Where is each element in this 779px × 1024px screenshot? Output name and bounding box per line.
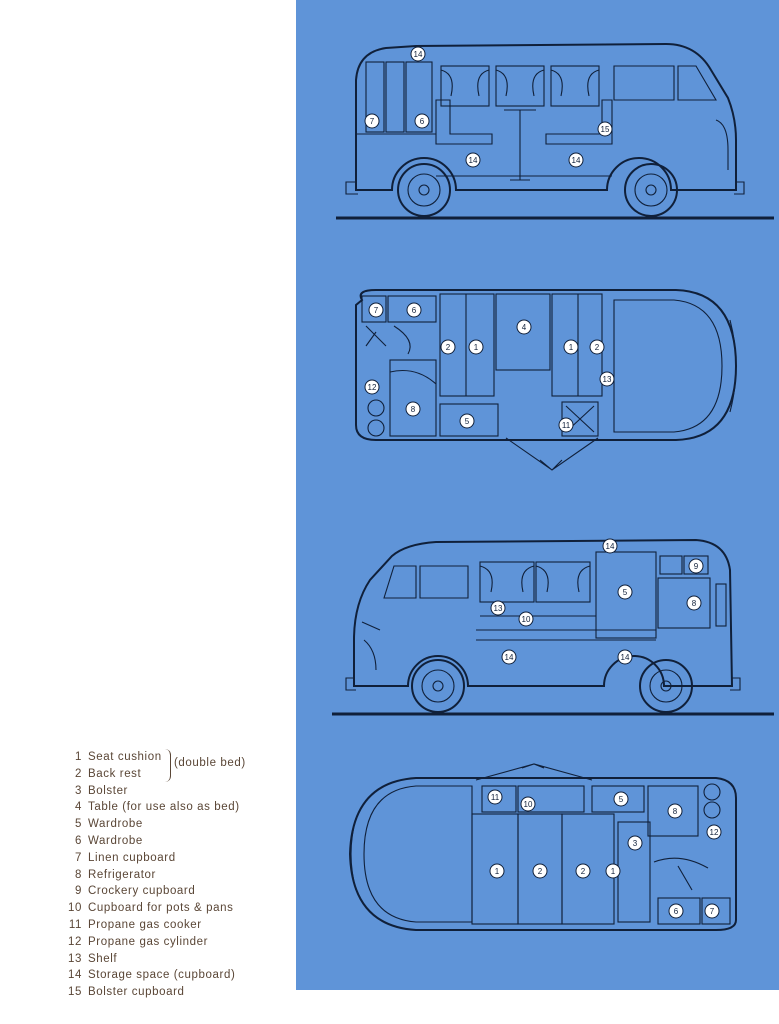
marker-v2-10: 5 [465, 417, 470, 426]
marker-v3-1: 9 [694, 562, 699, 571]
marker-v1-5: 15 [601, 125, 610, 134]
floor-plan-bottom: 11 10 5 8 12 3 1 2 2 1 6 7 [348, 763, 737, 931]
marker-v3-4: 13 [494, 604, 503, 613]
marker-v4-6: 1 [495, 867, 500, 876]
side-view-right: 14 7 6 14 14 15 [336, 42, 774, 220]
marker-v2-9: 8 [411, 405, 416, 414]
camper-diagrams: 14 7 6 14 14 15 7 6 4 2 [332, 42, 774, 931]
marker-v3-3: 8 [692, 599, 697, 608]
marker-v3-2: 5 [623, 588, 628, 597]
marker-v2-2: 4 [522, 323, 527, 332]
marker-v2-1: 6 [412, 306, 417, 315]
marker-v2-7: 13 [603, 375, 612, 384]
double-bed-brace [162, 749, 171, 782]
marker-v4-8: 2 [581, 867, 586, 876]
floor-plan-top: 7 6 4 2 1 1 2 13 12 8 5 11 [355, 289, 738, 471]
marker-v1-2: 6 [420, 117, 425, 126]
marker-v1-1: 7 [370, 117, 375, 126]
marker-v4-7: 2 [538, 867, 543, 876]
marker-v4-2: 5 [619, 795, 624, 804]
marker-v2-3: 2 [446, 343, 451, 352]
marker-v3-0: 14 [606, 542, 615, 551]
marker-v2-8: 12 [368, 383, 377, 392]
marker-v4-1: 10 [524, 800, 533, 809]
side-view-left: 14 9 5 8 13 10 14 14 [332, 538, 774, 716]
marker-v2-4: 1 [474, 343, 479, 352]
marker-v4-11: 7 [710, 907, 715, 916]
marker-v2-5: 1 [569, 343, 574, 352]
marker-v4-9: 1 [611, 867, 616, 876]
marker-v2-0: 7 [374, 306, 379, 315]
marker-v1-4: 14 [572, 156, 581, 165]
marker-v4-0: 11 [491, 793, 500, 802]
marker-v4-4: 12 [710, 828, 719, 837]
marker-v4-5: 3 [633, 839, 638, 848]
marker-v3-6: 14 [505, 653, 514, 662]
marker-v1-0: 14 [414, 50, 423, 59]
diagram-panel: 14 7 6 14 14 15 7 6 4 2 [296, 0, 779, 990]
marker-v4-10: 6 [674, 907, 679, 916]
marker-v3-7: 14 [621, 653, 630, 662]
marker-v4-3: 8 [673, 807, 678, 816]
marker-v3-5: 10 [522, 615, 531, 624]
marker-v2-11: 11 [562, 421, 571, 430]
double-bed-note: (double bed) [174, 757, 246, 769]
marker-v1-3: 14 [469, 156, 478, 165]
marker-v2-6: 2 [595, 343, 600, 352]
